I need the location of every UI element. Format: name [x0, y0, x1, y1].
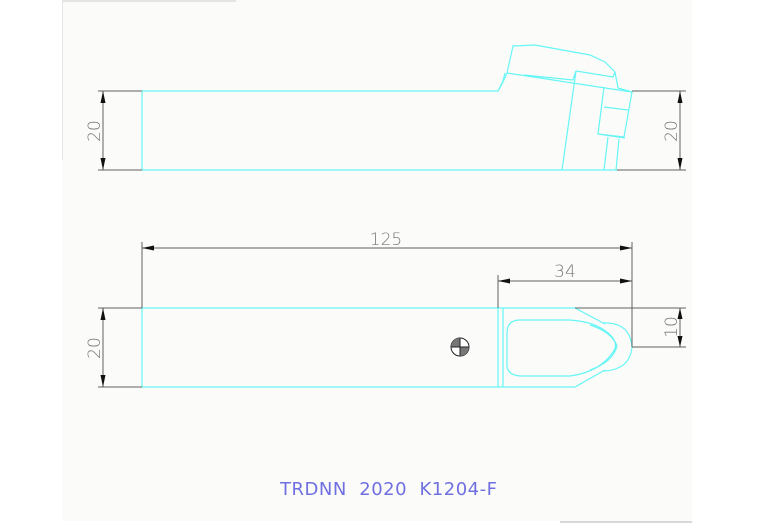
top-view-tip-radius — [602, 322, 633, 372]
side-view-clamp-outline — [497, 44, 633, 93]
sheet-border-bottom — [560, 521, 692, 523]
tip-offset-label: 10 — [662, 316, 682, 338]
top-view-head-dim: 34 — [497, 262, 632, 308]
drawing-sheet — [62, 0, 692, 521]
side-view-clamp-detail — [523, 70, 616, 81]
top-view-insert-inner — [589, 324, 618, 371]
top-view-offset-dim: 10 — [575, 307, 686, 348]
overall-length-label: 125 — [370, 230, 402, 250]
head-length-label: 34 — [554, 262, 576, 282]
part-number-title: TRDNN 2020 K1204-F — [280, 479, 498, 500]
top-view-left-dim: 20 — [85, 307, 142, 388]
sheet-border-left — [62, 0, 63, 160]
side-view-left-height-label: 20 — [85, 120, 105, 142]
top-view: 125 34 10 20 — [85, 230, 686, 388]
side-view: 20 20 — [85, 44, 686, 171]
side-view-right-height-label: 20 — [662, 120, 682, 142]
side-view-insert-block — [561, 70, 633, 171]
side-view-right-dim: 20 — [617, 90, 686, 171]
side-view-shank-outline — [141, 72, 618, 171]
sheet-border-top — [62, 0, 236, 2]
top-view-length-dim: 125 — [141, 230, 633, 347]
center-of-gravity-icon — [450, 337, 470, 357]
top-view-left-height-label: 20 — [85, 337, 105, 359]
side-view-left-dim: 20 — [85, 90, 142, 171]
